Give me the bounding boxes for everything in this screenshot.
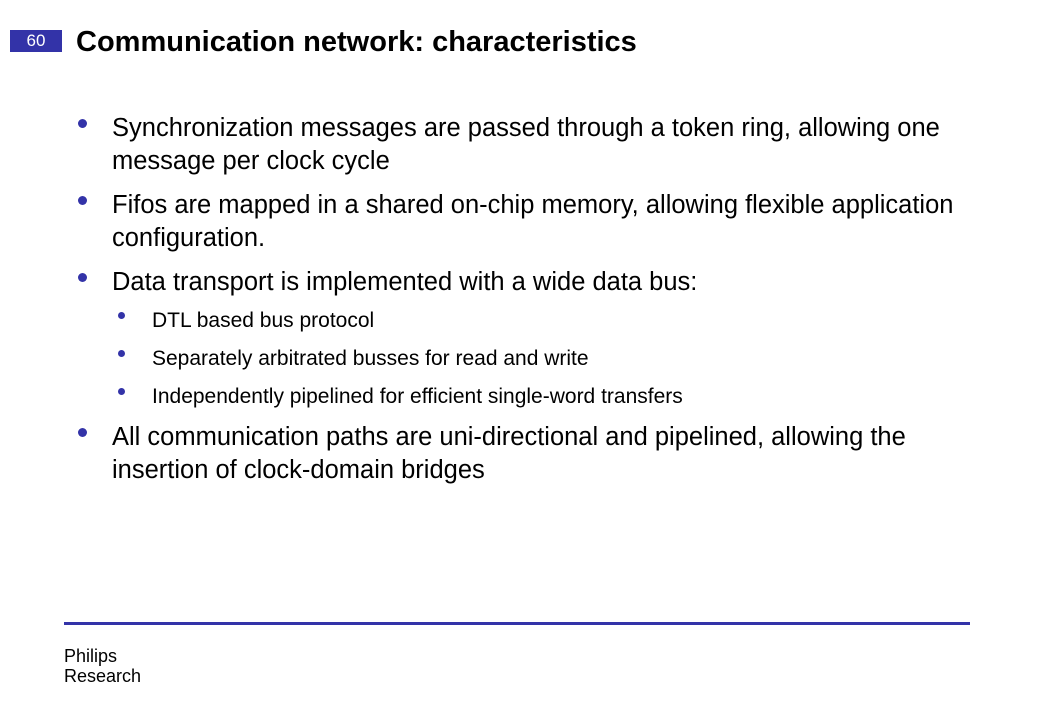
sub-bullet-text: Separately arbitrated busses for read an… (152, 347, 589, 370)
bullet-text: Fifos are mapped in a shared on-chip mem… (112, 191, 954, 252)
slide-number: 60 (10, 30, 62, 52)
sub-bullet-list: DTL based bus protocol Separately arbitr… (112, 307, 992, 410)
bullet-text: Synchronization messages are passed thro… (112, 114, 940, 175)
sub-bullet-dot-icon (118, 350, 125, 357)
slide-title: Communication network: characteristics (76, 26, 637, 58)
bullet-item: Fifos are mapped in a shared on-chip mem… (72, 189, 992, 255)
bullet-item: Synchronization messages are passed thro… (72, 112, 992, 178)
footer-company-line2: Research (64, 666, 142, 686)
bullet-item: Data transport is implemented with a wid… (72, 266, 992, 410)
sub-bullet-item: Independently pipelined for efficient si… (112, 383, 992, 410)
footer-company: Philips Research (64, 646, 141, 686)
bullet-dot-icon (78, 196, 87, 205)
bullet-dot-icon (78, 273, 87, 282)
bullet-item: All communication paths are uni-directio… (72, 421, 992, 487)
bullet-text: All communication paths are uni-directio… (112, 423, 906, 484)
bullet-list: Synchronization messages are passed thro… (72, 112, 992, 498)
footer-divider (64, 622, 970, 625)
sub-bullet-text: Independently pipelined for efficient si… (152, 385, 683, 408)
footer-company-line1: Philips (64, 646, 118, 666)
sub-bullet-dot-icon (118, 388, 125, 395)
sub-bullet-item: Separately arbitrated busses for read an… (112, 345, 992, 372)
sub-bullet-text: DTL based bus protocol (152, 309, 375, 332)
sub-bullet-dot-icon (118, 312, 125, 319)
sub-bullet-item: DTL based bus protocol (112, 307, 992, 334)
bullet-text: Data transport is implemented with a wid… (112, 268, 698, 296)
bullet-dot-icon (78, 428, 87, 437)
bullet-dot-icon (78, 119, 87, 128)
